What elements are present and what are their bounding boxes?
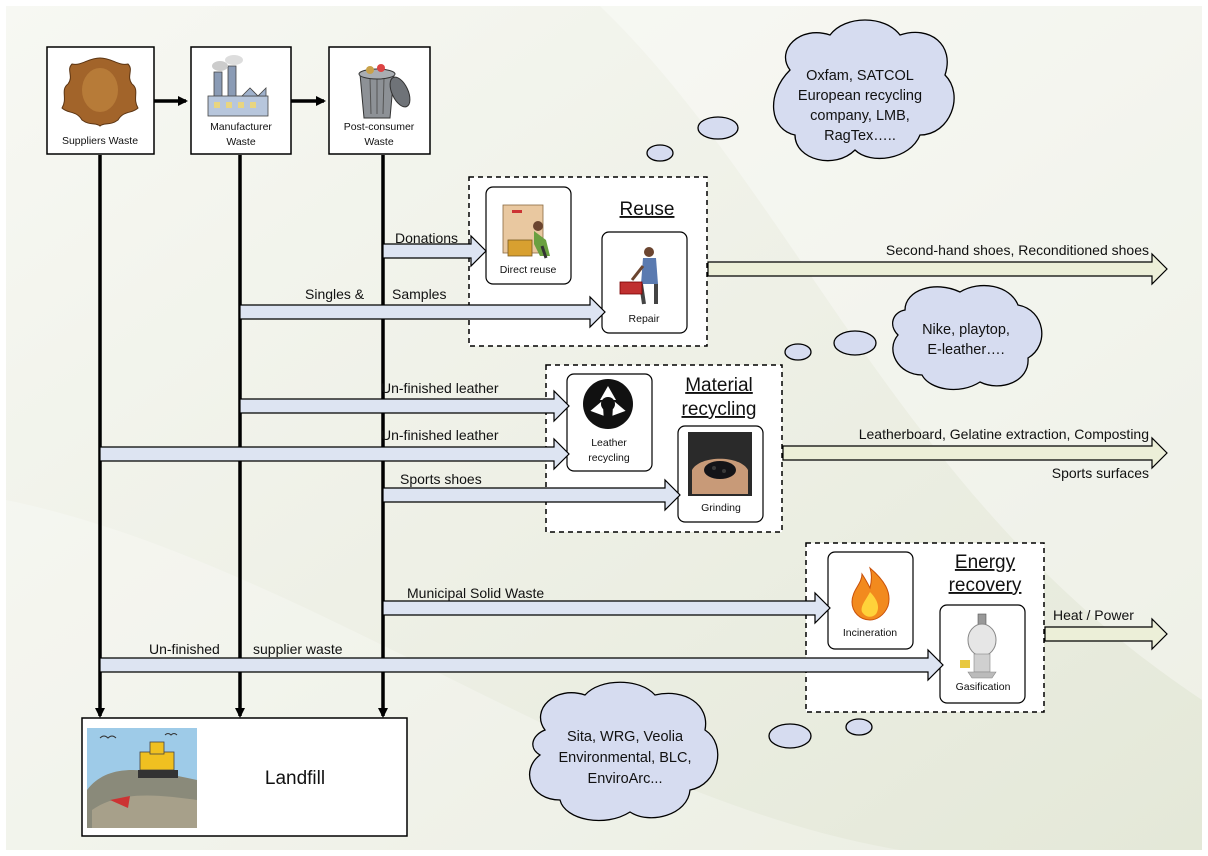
donations-arrow: [382, 234, 487, 268]
energy-title-line2: recovery: [949, 575, 1022, 596]
gasification-box: Gasification: [939, 604, 1026, 704]
material-output-arrow: [782, 436, 1168, 470]
reuse-partners-cloud: [773, 19, 955, 162]
unfinished-supplier-waste-arrow: [99, 648, 944, 682]
energy-cloud-bubble-1: [768, 723, 812, 749]
bearskin-rug-icon: [61, 57, 139, 127]
direct-reuse-label: Direct reuse: [500, 264, 557, 276]
material-cloud-bubble-1: [833, 330, 877, 356]
suppliers-waste-label: Suppliers Waste: [62, 135, 138, 147]
reuse-cloud-line1: Oxfam, SATCOL: [806, 68, 914, 84]
sports-shoes-label: Sports shoes: [400, 471, 482, 487]
unfinished-leather-label-1: Un-finished leather: [381, 380, 499, 396]
msw-label: Municipal Solid Waste: [407, 585, 544, 601]
energy-title-line1: Energy: [955, 552, 1016, 573]
material-output-label-line1: Leatherboard, Gelatine extraction, Compo…: [859, 426, 1149, 442]
suppliers-waste-box: Suppliers Waste: [46, 46, 155, 155]
material-title-line1: Material: [685, 375, 753, 396]
energy-cloud-line2: Environmental, BLC,: [559, 750, 692, 766]
reuse-output-label: Second-hand shoes, Reconditioned shoes: [886, 242, 1149, 258]
direct-reuse-box: Direct reuse: [485, 186, 572, 285]
donations-label: Donations: [395, 230, 458, 246]
repair-box: Repair: [601, 231, 688, 334]
delivery-person-icon: [502, 204, 550, 259]
material-cloud-bubble-2: [784, 343, 812, 361]
energy-cloud-line3: EnviroArc...: [588, 771, 663, 787]
unfinished-supplier-label-b: supplier waste: [253, 641, 343, 657]
unfinished-leather-label-2: Un-finished leather: [381, 427, 499, 443]
bulldozer-landfill-icon: [87, 728, 197, 828]
material-cloud-line1: Nike, playtop,: [922, 322, 1010, 338]
incineration-box: Incineration: [827, 551, 914, 650]
unfinished-leather-manufacturer-arrow: [239, 389, 570, 423]
reuse-output-arrow: [707, 252, 1168, 286]
repair-person-icon: [619, 247, 658, 305]
manufacturer-waste-box: Manufacturer Waste: [190, 46, 292, 155]
energy-output-arrow: [1044, 617, 1168, 651]
post-consumer-label-line1: Post-consumer: [344, 121, 415, 133]
reuse-cloud-line2: European recycling: [798, 88, 922, 104]
grinding-hands-icon: [688, 432, 752, 496]
singles-label: Singles &: [305, 286, 365, 302]
sports-shoes-arrow: [382, 478, 681, 512]
post-consumer-waste-box: Post-consumer Waste: [328, 46, 431, 155]
material-cloud-line2: E-leather….: [927, 342, 1004, 358]
recycle-icon: [583, 379, 633, 429]
gasification-label: Gasification: [956, 681, 1011, 693]
energy-cloud-line1: Sita, WRG, Veolia: [567, 729, 684, 745]
unfinished-leather-suppliers-arrow: [99, 437, 570, 471]
grinding-box: Grinding: [677, 425, 764, 523]
incineration-label: Incineration: [843, 627, 897, 639]
unfinished-supplier-label-a: Un-finished: [149, 641, 220, 657]
grinding-label: Grinding: [701, 502, 741, 514]
repair-label: Repair: [629, 313, 660, 325]
material-partners-cloud: [892, 284, 1043, 391]
reuse-cloud-bubble-2: [646, 144, 674, 162]
energy-partners-cloud: [529, 681, 719, 822]
material-title-line2: recycling: [682, 399, 757, 420]
leather-recycling-box: Leather recycling: [566, 373, 653, 472]
leather-recycling-label-line1: Leather: [591, 437, 627, 449]
manufacturer-waste-label-line1: Manufacturer: [210, 121, 272, 133]
samples-label: Samples: [392, 286, 446, 302]
energy-output-label: Heat / Power: [1053, 607, 1134, 623]
reuse-title: Reuse: [620, 199, 675, 220]
trash-can-icon: [358, 64, 411, 119]
reuse-cloud-bubble-1: [697, 116, 739, 140]
landfill-box: Landfill: [81, 717, 408, 837]
reuse-cloud-line3: company, LMB,: [810, 108, 910, 124]
singles-samples-arrow: [239, 295, 606, 329]
municipal-solid-waste-arrow: [382, 591, 831, 625]
manufacturer-waste-label-line2: Waste: [226, 136, 256, 148]
reuse-cloud-line4: RagTex…..: [824, 128, 896, 144]
leather-recycling-label-line2: recycling: [588, 452, 630, 464]
material-output-label-line2: Sports surfaces: [1052, 465, 1149, 481]
landfill-label: Landfill: [265, 768, 325, 789]
factory-icon: [207, 55, 269, 117]
post-consumer-label-line2: Waste: [364, 136, 394, 148]
fire-icon: [851, 566, 890, 621]
energy-cloud-bubble-2: [845, 718, 873, 736]
gasifier-icon: [960, 613, 997, 679]
